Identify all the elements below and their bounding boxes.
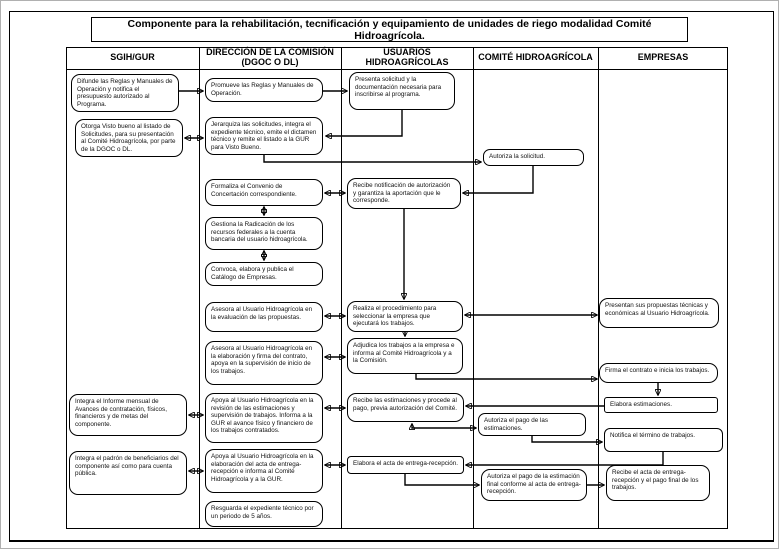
diagram-title: Componente para la rehabilitación, tecni… xyxy=(91,17,688,42)
step-difunde-reglas: Difunde las Reglas y Manuales de Operaci… xyxy=(71,74,179,113)
column-header-comite-hidroagricola: COMITÉ HIDROAGRÍCOLA xyxy=(478,52,593,63)
step-elabora-estimaciones: Elabora estimaciones. xyxy=(604,397,718,413)
step-presenta-solicitud: Presenta solicitud y la documentación ne… xyxy=(349,72,455,110)
step-autoriza-pago-estimaciones: Autoriza el pago de las estimaciones. xyxy=(478,413,586,437)
step-autoriza-pago-final: Autoriza el pago de la estimación final … xyxy=(481,469,587,501)
step-firma-contrato: Firma el contrato e inicia los trabajos. xyxy=(599,363,718,383)
step-catalogo-empresas: Convoca, elabora y publica el Catálogo d… xyxy=(205,262,323,286)
column-header-empresas: EMPRESAS xyxy=(637,52,689,63)
step-gestiona-radicacion: Gestiona la Radicación de los recursos f… xyxy=(205,217,323,250)
column-header-sgih-gur: SGIH/GUR xyxy=(110,52,155,63)
step-asesora-evaluacion: Asesora al Usuario Hidroagrícola en la e… xyxy=(205,302,323,332)
column-divider xyxy=(199,47,200,529)
flow-table-grid xyxy=(66,47,728,529)
header-divider xyxy=(66,69,728,70)
column-header-direccion-comision: DIRECCIÓN DE LA COMISIÓN (DGOC O DL) xyxy=(206,47,334,67)
page-outer-border xyxy=(9,11,774,542)
step-presenta-propuestas: Presentan sus propuestas técnicas y econ… xyxy=(599,298,719,328)
step-recibe-acta-pago: Recibe el acta de entrega-recepción y el… xyxy=(606,465,710,501)
step-padron-beneficiarios: Integra el padrón de beneficiarios del c… xyxy=(69,451,187,495)
column-divider xyxy=(473,47,474,529)
step-jerarquiza-solicitudes: Jerarquiza las solicitudes, integra el e… xyxy=(205,117,323,156)
step-asesora-contrato: Asesora al Usuario Hidroagrícola en la e… xyxy=(205,341,323,385)
step-promueve-reglas: Promueve las Reglas y Manuales de Operac… xyxy=(205,78,323,102)
step-resguarda-expediente: Resguarda el expediente técnico por un p… xyxy=(205,501,323,527)
step-visto-bueno-solicitudes: Otorga Visto bueno al listado de Solicit… xyxy=(75,119,183,158)
step-selecciona-empresa: Realiza el procedimiento para selecciona… xyxy=(347,301,463,332)
step-formaliza-convenio: Formaliza el Convenio de Concertación co… xyxy=(205,179,323,206)
step-notifica-termino: Notifica el término de trabajos. xyxy=(604,428,723,452)
step-autoriza-solicitud: Autoriza la solicitud. xyxy=(483,149,584,166)
step-apoya-revision-estimaciones: Apoya al Usuario Hidroagrícola en la rev… xyxy=(205,393,323,443)
column-divider xyxy=(598,47,599,529)
step-recibe-notificacion: Recibe notificación de autorización y ga… xyxy=(347,178,461,209)
step-recibe-estimaciones: Recibe las estimaciones y procede al pag… xyxy=(347,393,464,422)
step-apoya-acta-entrega: Apoya al Usuario Hidroagrícola en la ela… xyxy=(205,449,323,493)
column-divider xyxy=(341,47,342,529)
step-adjudica-trabajos: Adjudica los trabajos a la empresa e inf… xyxy=(347,338,463,374)
column-header-usuarios-hidroagricolas: USUARIOS HIDROAGRÍCOLAS xyxy=(365,47,449,67)
step-elabora-acta-entrega: Elabora el acta de entrega-recepción. xyxy=(347,456,464,474)
step-informe-mensual: Integra el Informe mensual de Avances de… xyxy=(69,394,187,436)
